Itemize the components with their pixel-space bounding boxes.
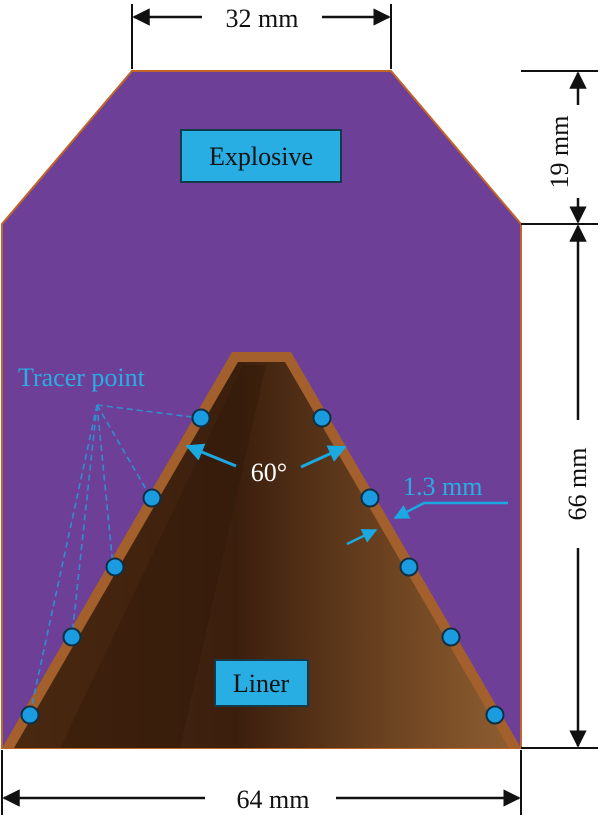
cone-angle-label: 60° (251, 458, 287, 487)
dimension-lower-height-label: 66 mm (563, 448, 592, 521)
liner-thickness-label: 1.3 mm (403, 472, 482, 501)
tracer-point (191, 408, 211, 428)
dimension-right: 19 mm 66 mm (521, 70, 598, 749)
liner-cavity (14, 362, 509, 748)
liner-cavity-dark-core (60, 365, 266, 748)
dimension-top-width: 32 mm (131, 4, 392, 69)
tracer-leader-line (96, 404, 201, 419)
tracer-point (485, 705, 505, 725)
tracer-points (20, 408, 505, 725)
tracer-point (142, 488, 162, 508)
tracer-point (20, 705, 40, 725)
tracer-leader-line (29, 404, 98, 715)
cone-angle-annotation: 60° (185, 443, 347, 487)
explosive-label: Explosive (180, 129, 342, 183)
tracer-point (360, 488, 380, 508)
tracer-point-annotation: Tracer point (18, 363, 201, 715)
dimension-top-width-label: 32 mm (226, 4, 299, 33)
dimension-base-width: 64 mm (1, 750, 522, 815)
dimension-base-width-label: 64 mm (237, 785, 310, 814)
tracer-point-label: Tracer point (18, 363, 146, 392)
tracer-point (105, 557, 125, 577)
tracer-point (62, 627, 82, 647)
explosive-label-text: Explosive (209, 142, 313, 171)
tracer-point (441, 627, 461, 647)
tracer-point (312, 408, 332, 428)
liner-thickness-annotation: 1.3 mm (346, 472, 508, 546)
liner-label: Liner (214, 659, 309, 707)
tracer-leader-line (96, 404, 114, 567)
tracer-leader-line (96, 404, 151, 497)
tracer-leader-line (71, 404, 98, 637)
dimension-upper-height-label: 19 mm (545, 116, 574, 189)
tracer-point (399, 557, 419, 577)
liner-label-text: Liner (233, 669, 290, 698)
